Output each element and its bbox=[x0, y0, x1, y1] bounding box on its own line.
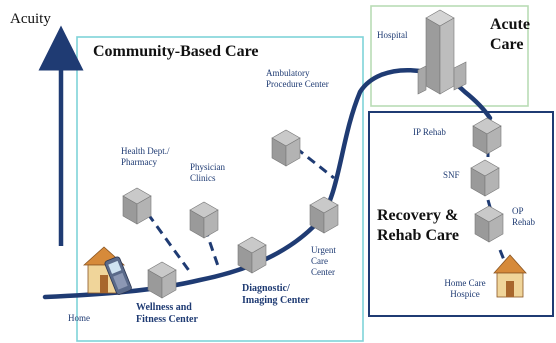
home-label: Home bbox=[68, 313, 90, 323]
hospital-label: Hospital bbox=[377, 30, 408, 40]
building-icon bbox=[470, 159, 500, 197]
acute-care-region bbox=[370, 5, 529, 107]
building-icon bbox=[237, 236, 267, 274]
building-icon bbox=[474, 205, 504, 243]
region-title-community: Community-Based Care bbox=[93, 43, 259, 60]
ip-rehab-label: IP Rehab bbox=[413, 127, 446, 137]
snf-label: SNF bbox=[443, 170, 460, 180]
recovery-rehab-region bbox=[368, 111, 554, 317]
building-icon bbox=[189, 201, 219, 239]
axis-label: Acuity bbox=[10, 11, 51, 27]
house-icon bbox=[493, 254, 527, 298]
connector-health-dept bbox=[146, 213, 192, 273]
diagnostic-label: Diagnostic/ Imaging Center bbox=[242, 283, 310, 306]
connector-ambulatory bbox=[295, 146, 335, 180]
health-dept-label: Health Dept./ Pharmacy bbox=[121, 146, 170, 167]
hospital-tower-icon bbox=[417, 9, 467, 95]
physician-label: Physician Clinics bbox=[190, 162, 225, 183]
building-icon bbox=[472, 117, 502, 155]
building-icon bbox=[122, 187, 152, 225]
connector-snf-op bbox=[486, 199, 498, 229]
building-icon bbox=[309, 196, 339, 234]
cell-phone-icon bbox=[104, 256, 132, 295]
region-title-acute: Acute Care bbox=[490, 16, 530, 53]
region-title-recovery: Recovery & Rehab Care bbox=[377, 207, 459, 244]
community-care-region bbox=[76, 36, 364, 342]
home-care-label: Home Care Hospice bbox=[444, 278, 486, 299]
building-icon bbox=[147, 261, 177, 299]
urgent-care-label: Urgent Care Center bbox=[311, 245, 336, 277]
op-rehab-label: OP Rehab bbox=[512, 206, 535, 227]
wellness-label: Wellness and Fitness Center bbox=[136, 302, 198, 325]
ambulatory-label: Ambulatory Procedure Center bbox=[266, 68, 329, 89]
building-icon bbox=[271, 129, 301, 167]
